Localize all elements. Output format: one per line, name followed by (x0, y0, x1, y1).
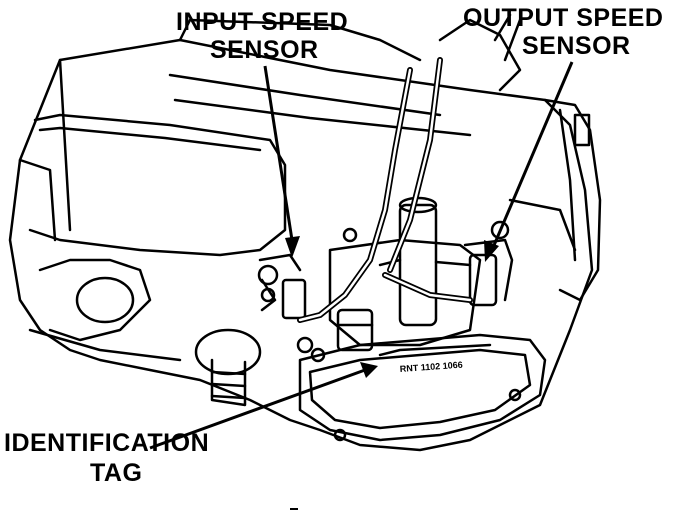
id-tag-text: RNT 1102 1066 (399, 360, 463, 374)
center-connector (336, 308, 374, 352)
input-sensor-body (281, 278, 307, 320)
input-shaft (210, 358, 247, 407)
shaft-boss (398, 203, 438, 327)
identification-tag-label: IDENTIFICATION (4, 429, 210, 457)
output-sensor-body (468, 253, 498, 307)
leader-output (490, 61, 574, 251)
page-mark (290, 508, 298, 510)
input-speed-sensor-label-line2: SENSOR (210, 36, 319, 64)
leader-input (263, 65, 294, 241)
right-housing (543, 98, 602, 302)
input-speed-sensor-label: INPUT SPEED (176, 8, 349, 36)
identification-tag-label-line2: TAG (90, 459, 143, 487)
output-speed-sensor-label: OUTPUT SPEED (463, 4, 664, 32)
leader-id (149, 368, 366, 450)
oil-pan (298, 333, 547, 442)
left-housing (28, 113, 287, 257)
output-speed-sensor-label-line2: SENSOR (522, 32, 631, 60)
